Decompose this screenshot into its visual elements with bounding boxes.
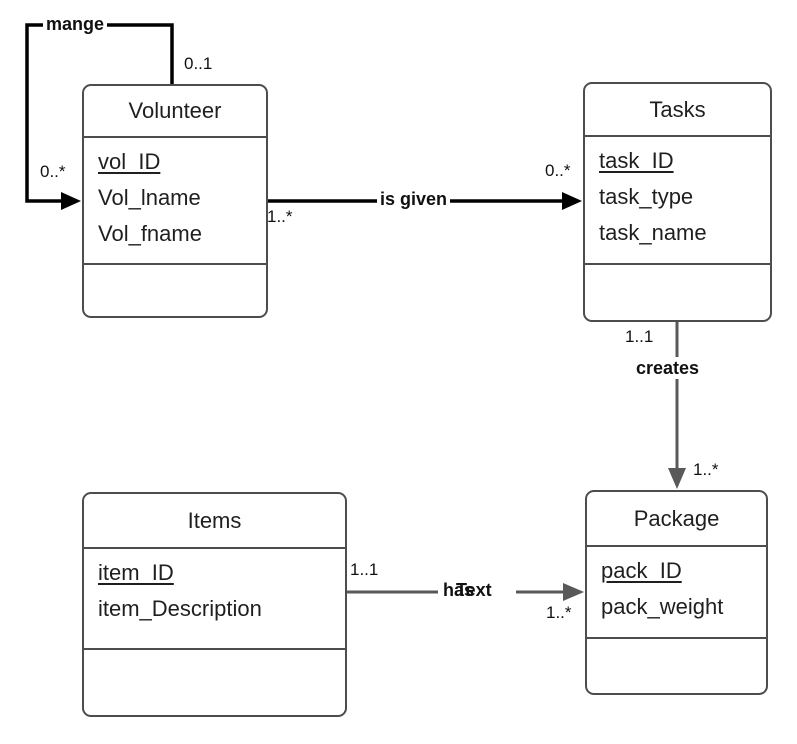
cardinality-mange-target: 0..* [40,162,66,181]
cardinality-has-target: 1..* [546,603,572,622]
entity-volunteer-title: Volunteer [84,86,266,138]
creates-relationship-label: creates [633,357,703,379]
stray-text-label: Text [456,580,492,600]
cardinality-creates-source: 1..1 [625,327,654,346]
entity-package-title: Package [587,492,766,547]
entity-package-attributes: pack_ID pack_weight [587,547,766,639]
entity-tasks-attributes: task_ID task_type task_name [585,137,770,265]
entity-package[interactable]: Package pack_ID pack_weight [585,490,768,695]
entity-volunteer-attributes: vol_ID Vol_lname Vol_fname [84,138,266,265]
entity-items[interactable]: Items item_ID item_Description [82,492,347,717]
entity-volunteer-empty-compartment [84,265,266,316]
creates-arrowhead-icon [668,468,686,489]
entity-items-title: Items [84,494,345,549]
attribute-task-type: task_type [599,184,694,209]
entity-items-attributes: item_ID item_Description [84,549,345,650]
attribute-item-description: item_Description [98,596,262,621]
attribute-task-name: task_name [599,220,707,245]
attribute-vol-fname: Vol_fname [98,221,202,246]
attribute-pack-weight: pack_weight [601,594,724,619]
attribute-pack-id: pack_ID [601,558,682,583]
mange-arrowhead-icon [61,192,81,210]
is-given-arrowhead-icon [562,192,582,210]
entity-tasks-empty-compartment [585,265,770,320]
entity-tasks[interactable]: Tasks task_ID task_type task_name [583,82,772,322]
cardinality-creates-target: 1..* [693,460,719,479]
entity-tasks-title: Tasks [585,84,770,137]
mange-relationship-label: mange [43,13,108,35]
attribute-vol-lname: Vol_lname [98,185,201,210]
attribute-item-id: item_ID [98,560,174,585]
cardinality-mange-source: 0..1 [184,54,213,73]
entity-volunteer[interactable]: Volunteer vol_ID Vol_lname Vol_fname [82,84,268,318]
cardinality-is-given-target: 0..* [545,161,571,180]
attribute-vol-id: vol_ID [98,149,161,174]
cardinality-has-source: 1..1 [350,560,379,579]
has-arrowhead-icon [563,583,584,601]
cardinality-is-given-source: 1..* [267,207,293,226]
entity-items-empty-compartment [84,650,345,715]
is-given-relationship-label: is given [377,188,451,210]
entity-package-empty-compartment [587,639,766,693]
has-relationship-label: has [443,580,475,600]
mange-self-loop-connector[interactable] [25,23,174,203]
has-relationship-label-group: has Text [438,578,516,602]
attribute-task-id: task_ID [599,148,674,173]
